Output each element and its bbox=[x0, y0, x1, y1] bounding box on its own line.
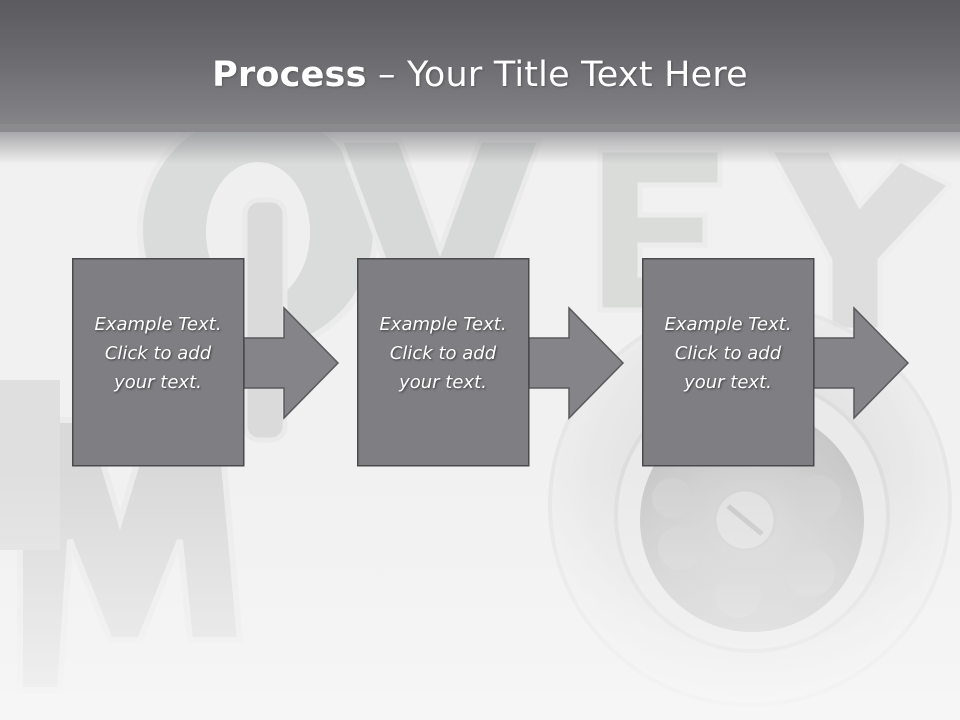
step-1-shape bbox=[72, 258, 340, 467]
step-1-text: Example Text. Click to add your text. bbox=[72, 310, 244, 397]
title-bar bbox=[0, 0, 960, 132]
step-1-line-1: Example Text. bbox=[94, 314, 222, 335]
slide-title[interactable]: Process – Your Title Text Here bbox=[0, 50, 960, 100]
step-2-shape bbox=[357, 258, 625, 467]
process-step-1[interactable]: Example Text. Click to add your text. bbox=[72, 258, 340, 468]
step-3-line-1: Example Text. bbox=[664, 314, 792, 335]
process-step-3[interactable]: Example Text. Click to add your text. bbox=[642, 258, 910, 468]
step-3-text: Example Text. Click to add your text. bbox=[642, 310, 814, 397]
step-1-line-2: Click to add bbox=[104, 343, 212, 364]
step-3-line-2: Click to add bbox=[674, 343, 782, 364]
step-1-line-3: your text. bbox=[114, 372, 202, 393]
step-3-line-3: your text. bbox=[684, 372, 772, 393]
title-bar-fade bbox=[0, 124, 960, 164]
step-2-text: Example Text. Click to add your text. bbox=[357, 310, 529, 397]
step-3-shape bbox=[642, 258, 910, 467]
step-2-line-1: Example Text. bbox=[379, 314, 507, 335]
step-2-line-2: Click to add bbox=[389, 343, 497, 364]
title-bold-text: Process bbox=[212, 55, 367, 95]
step-2-line-3: your text. bbox=[399, 372, 487, 393]
title-rest-text: – Your Title Text Here bbox=[366, 55, 748, 95]
process-step-2[interactable]: Example Text. Click to add your text. bbox=[357, 258, 625, 468]
